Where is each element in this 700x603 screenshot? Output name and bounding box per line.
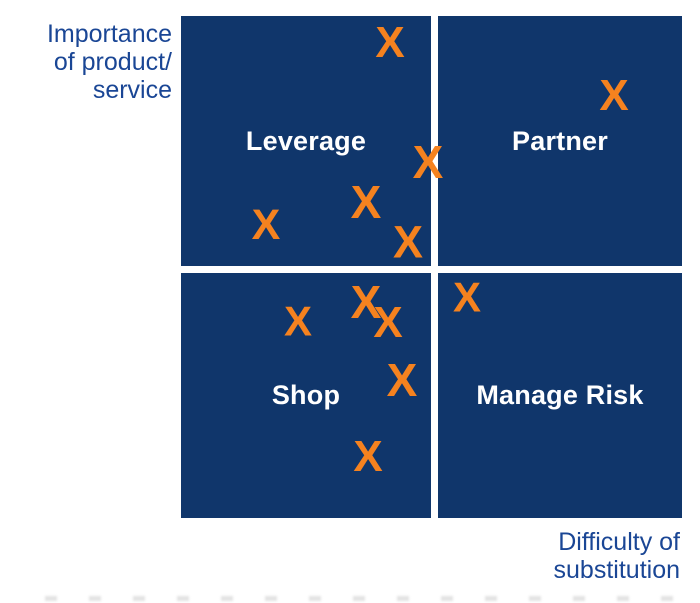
x-marker-leverage-3: X — [350, 175, 382, 228]
quadrant-label-shop: Shop — [271, 380, 341, 410]
x-marker-shop-11: X — [353, 431, 383, 481]
x-marker-leverage-5: X — [392, 216, 424, 268]
x-marker-shop-9: X — [373, 297, 403, 347]
quadrant-leverage: Leverage — [181, 16, 431, 266]
y-axis-label-line: Importance — [46, 20, 172, 48]
x-marker-leverage-0: X — [375, 17, 405, 67]
y-axis-label-line: service — [92, 76, 172, 104]
quadrant-partner: Partner — [438, 16, 682, 266]
quadrant-manage-risk: Manage Risk — [438, 273, 682, 518]
quadrant-shop: Shop — [181, 273, 431, 518]
x-marker-shop-10: X — [386, 353, 418, 406]
x-marker-leverage-4: X — [251, 201, 281, 250]
quadrant-label-manage-risk: Manage Risk — [476, 380, 644, 410]
x-axis-label: Difficulty of substitution — [440, 528, 680, 584]
x-axis-label-line: Difficulty of — [558, 528, 680, 556]
x-marker-manage_risk-6: X — [452, 273, 482, 321]
x-axis-label-line: substitution — [553, 556, 680, 584]
cropped-caption-artifact — [45, 596, 700, 601]
x-marker-leverage-partner-boundary-2: X — [412, 135, 444, 188]
x-marker-shop-8: X — [283, 297, 313, 345]
quadrant-label-leverage: Leverage — [245, 125, 367, 156]
y-axis-label: Importance of product/ service — [0, 20, 172, 104]
y-axis-label-line: of product/ — [53, 48, 172, 76]
quadrant-label-partner: Partner — [512, 125, 608, 156]
x-marker-partner-1: X — [599, 70, 629, 120]
x-marker-shop-7: X — [350, 275, 382, 328]
